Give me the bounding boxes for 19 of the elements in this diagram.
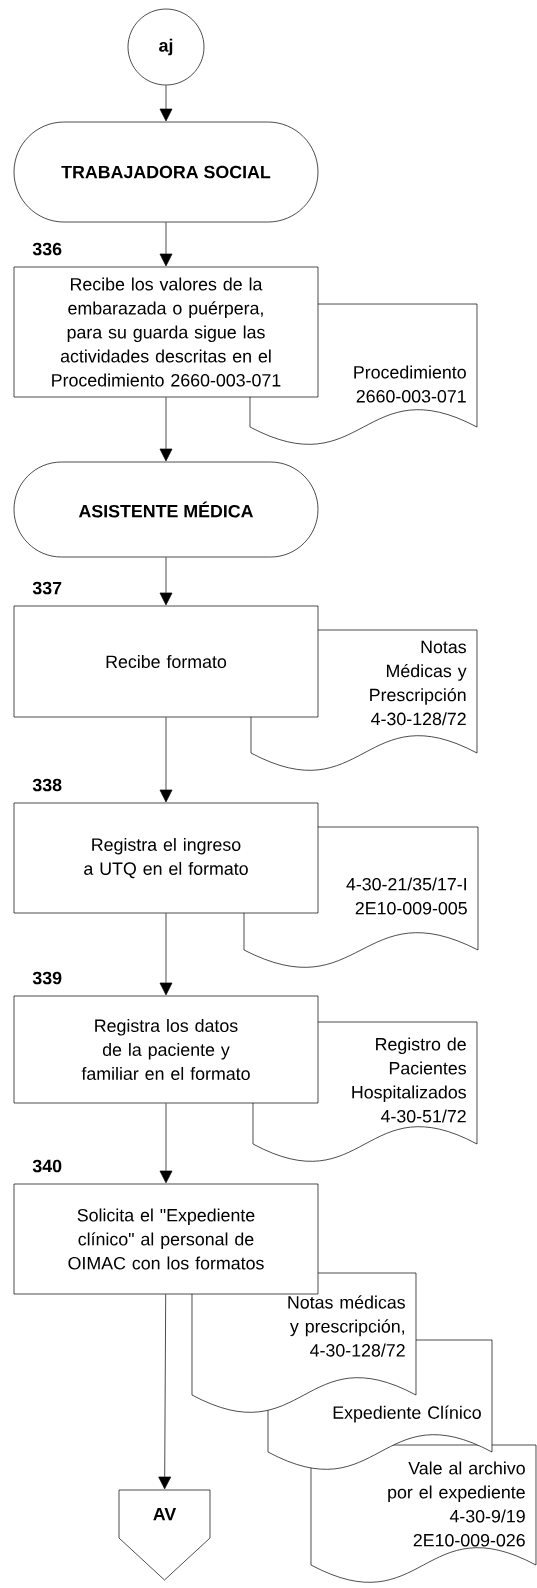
process-box: Recibe formato <box>13 605 319 718</box>
step-number: 338 <box>32 778 62 792</box>
process-box: Solicita el "Expediente clínico" al personal de OIMAC con los formatos <box>13 1183 319 1295</box>
process-box: Registra el ingreso a UTQ en el formato <box>13 802 319 914</box>
step-number: 340 <box>32 1159 62 1173</box>
step-number: 337 <box>32 581 62 595</box>
step-number: 339 <box>32 971 62 985</box>
arrow <box>159 85 173 122</box>
arrow <box>159 397 173 462</box>
arrow <box>159 557 173 606</box>
arrow <box>159 1103 173 1184</box>
offpage-connector: AV <box>118 1489 211 1581</box>
arrow <box>158 1294 172 1490</box>
arrow <box>159 222 173 267</box>
arrow <box>159 913 173 996</box>
step-number: 336 <box>32 242 62 256</box>
arrow <box>159 717 173 803</box>
process-box: Recibe los valores de la embarazada o puérpera, para su guarda sigue las actividades descritas en el Procedimiento 2660-003-071 <box>13 266 319 398</box>
process-box: Registra los datos de la paciente y familiar en el formato <box>13 995 319 1104</box>
